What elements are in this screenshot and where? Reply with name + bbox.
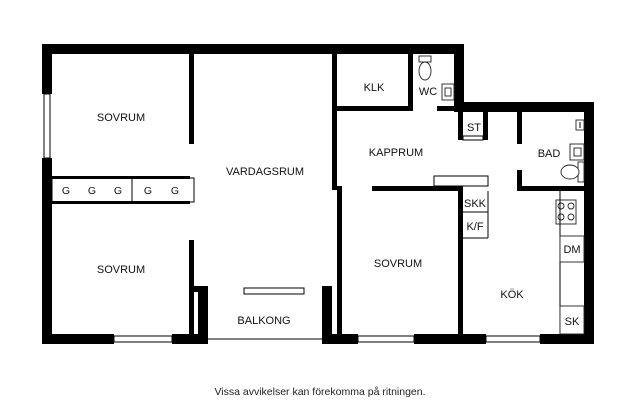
- room-label-sk: SK: [565, 316, 580, 328]
- closets: G G G G G: [62, 185, 179, 197]
- interior-walls: [51, 54, 584, 334]
- room-label-kf: K/F: [466, 221, 483, 233]
- room-labels: SOVRUM SOVRUM VARDAGSRUM KAPPRUM KLK WC …: [97, 82, 581, 328]
- kitchen-counter: [559, 191, 585, 335]
- bath-toilet-icon: [560, 161, 585, 183]
- closet-label: G: [114, 185, 122, 197]
- bath-sink-icon: [569, 143, 585, 161]
- bath-fixture-icon: [575, 119, 585, 131]
- closet-label: G: [62, 185, 70, 197]
- room-label-bad: BAD: [538, 148, 561, 160]
- outer-walls: [42, 44, 594, 344]
- room-label-wc: WC: [419, 86, 437, 98]
- wc-sink-icon: [441, 83, 455, 101]
- room-label-vardagsrum: VARDAGSRUM: [226, 166, 304, 178]
- room-label-klk: KLK: [364, 82, 385, 94]
- disclaimer-text: Vissa avvikelser kan förekomma på ritnin…: [214, 386, 426, 398]
- fixtures: [418, 55, 585, 335]
- room-label-skk: SKK: [464, 198, 487, 210]
- room-label-dm: DM: [563, 244, 580, 256]
- room-label-balkong: BALKONG: [237, 315, 290, 327]
- room-label-sovrum-top: SOVRUM: [97, 112, 145, 124]
- stove-icon: [555, 199, 577, 225]
- room-label-sovrum-center: SOVRUM: [374, 258, 422, 270]
- closet-label: G: [88, 185, 96, 197]
- room-label-kok: KÖK: [500, 289, 524, 301]
- windows: [43, 93, 541, 343]
- closet-label: G: [144, 185, 152, 197]
- room-label-st: ST: [467, 122, 481, 134]
- closet-label: G: [171, 185, 179, 197]
- room-label-kapprum: KAPPRUM: [369, 147, 423, 159]
- room-label-sovrum-bottom: SOVRUM: [97, 264, 145, 276]
- wc-toilet-icon: [418, 55, 432, 81]
